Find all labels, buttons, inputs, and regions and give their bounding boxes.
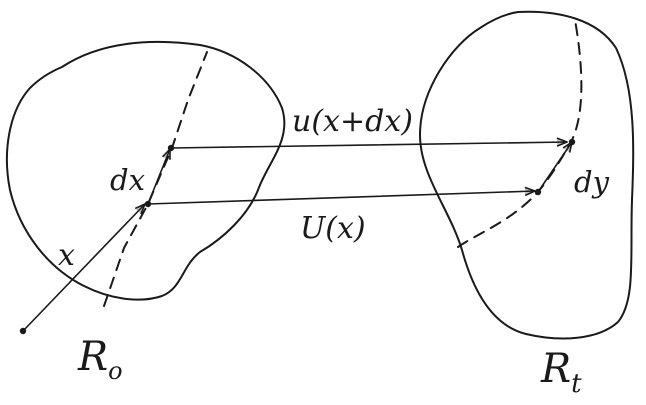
label-region-rt: Rt bbox=[540, 346, 582, 399]
displacement-vector-u-x-plus-dx bbox=[170, 137, 568, 149]
spatial-vector-dy bbox=[537, 141, 573, 193]
label-dy: dy bbox=[574, 165, 610, 199]
material-line-rt-dashed bbox=[457, 19, 583, 248]
point-y bbox=[534, 188, 542, 196]
label-x: x bbox=[58, 238, 75, 273]
position-vector-x bbox=[22, 203, 146, 332]
label-region-r0: Ro bbox=[77, 334, 123, 385]
region-rt-boundary bbox=[419, 10, 635, 340]
origin-point bbox=[19, 327, 27, 335]
label-region-rt-letter: R bbox=[540, 346, 571, 392]
label-region-rt-subscript: t bbox=[571, 369, 582, 399]
point-y-plus-dy bbox=[568, 138, 576, 146]
label-region-r0-subscript: o bbox=[108, 357, 122, 385]
label-region-r0-letter: R bbox=[77, 334, 108, 380]
material-vector-dx bbox=[147, 148, 171, 205]
label-u-x-plus-dx: u(x+dx) bbox=[292, 104, 413, 139]
displacement-vector-u-x bbox=[147, 186, 536, 205]
label-u-x: U(x) bbox=[300, 211, 366, 246]
region-r0-boundary bbox=[5, 40, 286, 301]
label-dx: dx bbox=[110, 163, 145, 197]
